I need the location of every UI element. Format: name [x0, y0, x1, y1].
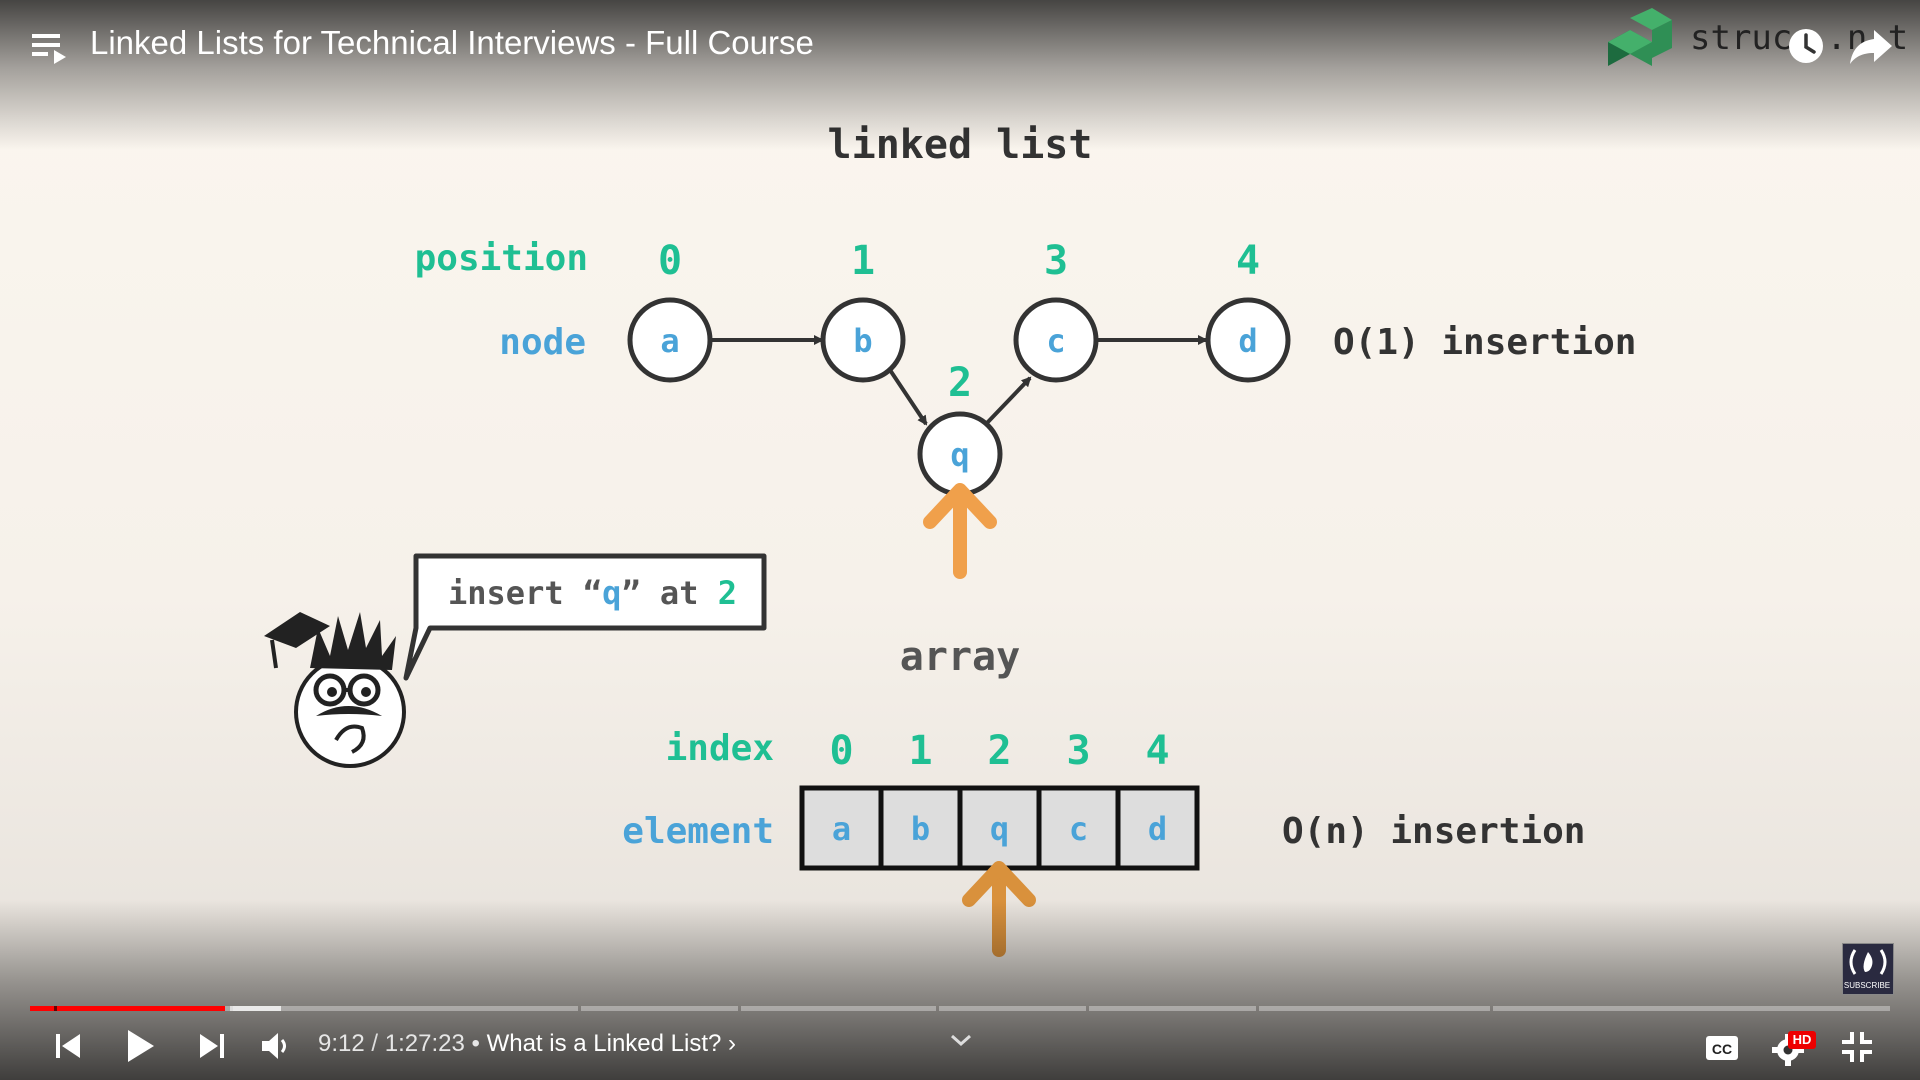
array-element: q — [990, 810, 1009, 848]
chapter-segment[interactable] — [939, 1006, 1086, 1011]
array-complexity: O(n) insertion — [1282, 811, 1585, 852]
previous-video-icon[interactable] — [52, 1030, 84, 1062]
array-index: 4 — [1145, 728, 1169, 774]
array-element: c — [1069, 810, 1088, 848]
array-cell — [957, 785, 1042, 871]
array-cell — [1115, 785, 1200, 871]
played-bar — [30, 1006, 226, 1011]
next-video-icon[interactable] — [196, 1030, 228, 1062]
node-circle — [820, 297, 906, 383]
chevron-down-icon[interactable] — [948, 1030, 974, 1050]
buffered-bar — [230, 1006, 282, 1011]
position-number: 4 — [1236, 238, 1260, 284]
inserted-position: 2 — [948, 360, 972, 406]
node-label: node — [499, 322, 586, 363]
node-value: d — [1238, 322, 1257, 360]
array-element: a — [832, 810, 851, 848]
play-icon[interactable] — [124, 1026, 158, 1066]
volume-icon[interactable] — [260, 1030, 296, 1062]
structy-logo-icon — [1608, 8, 1672, 66]
position-number: 0 — [658, 238, 682, 284]
chapter-segment[interactable] — [1259, 1006, 1490, 1011]
structy-brand-text: struc.n t — [1690, 18, 1909, 58]
bottom-gradient-overlay — [0, 900, 1920, 1080]
subscribe-label: SUBSCRIBE — [1843, 981, 1891, 990]
node-circle — [627, 297, 713, 383]
captions-cc-icon[interactable]: CC — [1704, 1034, 1740, 1062]
inserted-node-value: q — [950, 436, 969, 474]
chapter-title-button[interactable]: What is a Linked List? › — [486, 1030, 737, 1057]
duration: 1:27:23 — [384, 1030, 465, 1057]
chapter-gap — [54, 1006, 57, 1011]
position-number: 1 — [851, 238, 875, 284]
top-gradient-overlay — [0, 0, 1920, 150]
speech-bubble — [403, 553, 767, 681]
chapter-segment[interactable] — [1089, 1006, 1256, 1011]
freecodecamp-logo-icon — [1849, 949, 1887, 975]
chapter-segment[interactable] — [741, 1006, 936, 1011]
freecodecamp-subscribe-watermark[interactable] — [1842, 943, 1894, 995]
index-label: index — [666, 728, 774, 769]
insert-arrow-linked-list — [923, 483, 997, 579]
array-index: 2 — [987, 728, 1011, 774]
node-value: b — [853, 322, 872, 360]
time-display: 9:12 / 1:27:23 • What is a Linked List? … — [318, 1030, 737, 1057]
node-value: c — [1046, 322, 1065, 360]
linked-list-complexity: O(1) insertion — [1333, 322, 1636, 363]
array-index: 3 — [1066, 728, 1090, 774]
speech-bubble-text: insert “q” at 2 — [448, 574, 737, 612]
chapter-segment[interactable] — [233, 1006, 578, 1011]
current-time: 9:12 — [318, 1030, 365, 1057]
array-index: 1 — [908, 728, 932, 774]
node-circle — [1205, 297, 1291, 383]
position-label: position — [415, 238, 588, 279]
edge-q-c — [984, 376, 1032, 426]
professor-character-icon — [264, 612, 406, 768]
position-number: 3 — [1044, 238, 1068, 284]
node-circle — [1013, 297, 1099, 383]
array-index: 0 — [829, 728, 853, 774]
array-element: d — [1148, 810, 1167, 848]
svg-text:CC: CC — [1712, 1041, 1732, 1057]
chapter-segment[interactable] — [1493, 1006, 1890, 1011]
node-value: a — [660, 322, 679, 360]
exit-fullscreen-icon[interactable] — [1840, 1030, 1874, 1064]
edge-b-q — [888, 368, 928, 426]
progress-bar[interactable] — [30, 1006, 1890, 1012]
array-element: b — [911, 810, 930, 848]
playlist-icon[interactable] — [30, 30, 70, 66]
watch-later-icon[interactable] — [1786, 26, 1826, 66]
video-title[interactable]: Linked Lists for Technical Interviews - … — [90, 24, 814, 61]
chapter-segment[interactable] — [581, 1006, 738, 1011]
array-cell — [1036, 785, 1121, 871]
element-label: element — [622, 811, 774, 852]
hd-badge: HD — [1788, 1031, 1816, 1049]
share-icon[interactable] — [1848, 26, 1894, 66]
array-title: array — [900, 634, 1020, 680]
